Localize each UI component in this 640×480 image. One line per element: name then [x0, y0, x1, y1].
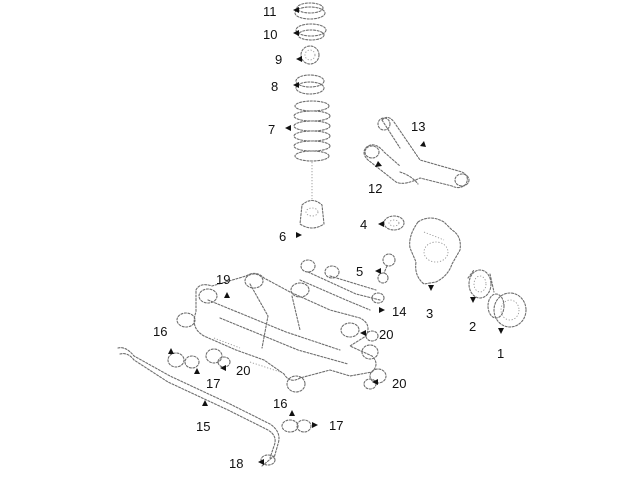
- callout-19: 19: [216, 272, 230, 287]
- arrow-16b: [289, 410, 295, 416]
- callout-14: 14: [392, 304, 406, 319]
- callout-12: 12: [368, 181, 382, 196]
- bump-stop: [299, 199, 325, 229]
- callout-18: 18: [229, 456, 243, 471]
- arrow-8: [293, 82, 299, 88]
- end-link: [377, 253, 396, 284]
- callout-20-upper-right: 20: [379, 327, 393, 342]
- callout-3: 3: [426, 306, 433, 321]
- callout-labels: 11 10 9 8 7 6 13 12 4 5 3 2 1 14 19 20 2…: [153, 4, 504, 471]
- arrow-17a: [194, 368, 200, 374]
- callout-1: 1: [497, 346, 504, 361]
- arrow-20b: [220, 365, 226, 371]
- coil-spring: [293, 100, 331, 200]
- callout-10: 10: [263, 27, 277, 42]
- callout-17-left: 17: [206, 376, 220, 391]
- steering-knuckle: [409, 217, 461, 285]
- callout-11: 11: [263, 4, 277, 19]
- rear-subframe: [176, 272, 379, 393]
- stabilizer-link-bolt: [260, 454, 276, 467]
- callout-2: 2: [469, 319, 476, 334]
- arrow-6: [296, 232, 302, 238]
- lower-control-arms: [299, 271, 385, 311]
- arrow-9: [296, 56, 302, 62]
- callout-6: 6: [279, 229, 286, 244]
- arrow-17b: [312, 422, 318, 428]
- wheel-hub: [487, 292, 527, 328]
- spring-seat-upper: [300, 45, 320, 65]
- callout-13: 13: [411, 119, 425, 134]
- arrow-2: [470, 297, 476, 303]
- spring-insulator: [295, 74, 325, 95]
- callout-9: 9: [275, 52, 282, 67]
- callout-4: 4: [360, 217, 367, 232]
- callout-5: 5: [356, 264, 363, 279]
- lower-mount-bushings: [300, 259, 340, 279]
- arrow-5: [375, 268, 381, 274]
- arrow-16a: [168, 348, 174, 354]
- callout-15: 15: [196, 419, 210, 434]
- arrow-20a: [360, 330, 366, 336]
- arrow-18: [258, 459, 264, 465]
- hub-bearing: [467, 269, 495, 299]
- callout-20-lower-right: 20: [392, 376, 406, 391]
- arrow-19: [224, 292, 230, 298]
- callout-16-left: 16: [153, 324, 167, 339]
- arrow-12: [375, 161, 382, 167]
- arrow-7: [285, 125, 291, 131]
- arm-bushing: [383, 215, 405, 231]
- callout-20-left: 20: [236, 363, 250, 378]
- strut-mount-cap: [294, 2, 326, 20]
- callout-16-bottom: 16: [273, 396, 287, 411]
- callout-17-bottom: 17: [329, 418, 343, 433]
- arrow-15: [202, 400, 208, 406]
- arrow-13: [420, 141, 426, 147]
- callout-7: 7: [268, 122, 275, 137]
- stabilizer-bushings: [167, 352, 312, 433]
- arrow-20c: [372, 379, 378, 385]
- arrow-10: [293, 30, 299, 36]
- strut-bearing: [295, 23, 327, 41]
- stabilizer-bar: [117, 347, 280, 459]
- callout-8: 8: [271, 79, 278, 94]
- arrow-1: [498, 328, 504, 334]
- callout-arrows: [168, 7, 504, 465]
- arrow-14: [379, 307, 385, 313]
- arrow-11: [293, 7, 299, 13]
- upper-control-arm: [363, 116, 470, 189]
- arrow-4: [378, 221, 384, 227]
- arrow-3: [428, 285, 434, 291]
